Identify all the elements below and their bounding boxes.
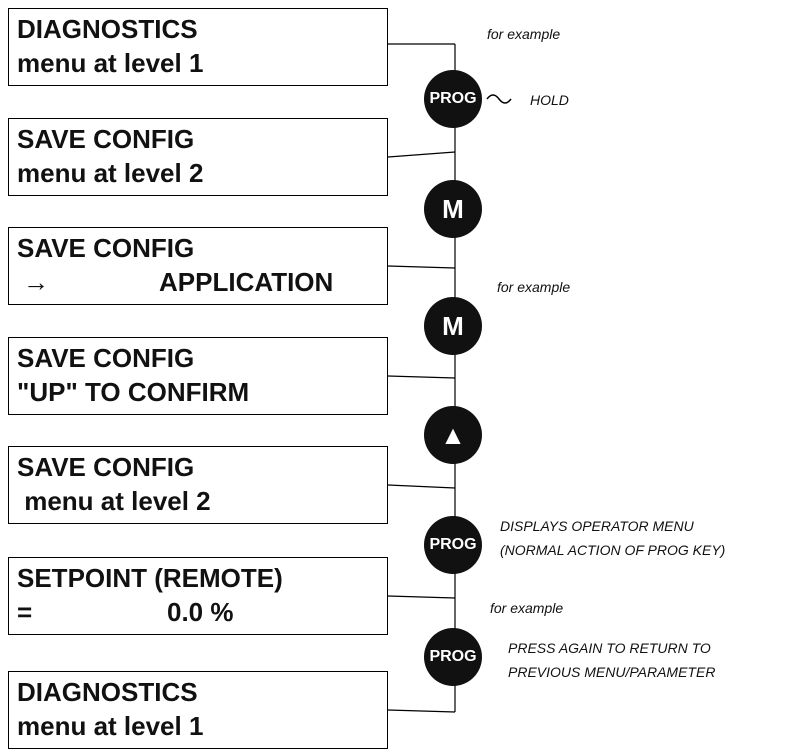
display-line1: SAVE CONFIG (17, 124, 195, 154)
display-line1: DIAGNOSTICS (17, 677, 198, 707)
connector-4 (387, 375, 456, 379)
display-line2: menu at level 2 (17, 158, 204, 188)
note-for-example: for example (490, 600, 564, 616)
connector-6 (387, 595, 456, 599)
display-save-config-level2: SAVE CONFIG menu at level 2 (8, 118, 388, 196)
display-line2: menu at level 1 (17, 711, 204, 741)
display-save-config-confirm: SAVE CONFIG "UP" TO CONFIRM (8, 337, 388, 415)
display-line1: SAVE CONFIG (17, 343, 195, 373)
prog-key[interactable]: PROG (424, 70, 482, 128)
note-prog-action: DISPLAYS OPERATOR MENU (NORMAL ACTION OF… (500, 518, 726, 558)
connector-7 (387, 709, 456, 713)
up-key[interactable]: ▲ (424, 406, 482, 464)
note-for-example: for example (497, 279, 571, 295)
display-diagnostics-level1: DIAGNOSTICS menu at level 1 (8, 8, 388, 86)
prog-key[interactable]: PROG (424, 516, 482, 574)
connector-3 (387, 265, 456, 269)
hold-wave-icon (486, 94, 512, 104)
display-line2: menu at level 2 (17, 486, 211, 516)
display-setpoint-remote: SETPOINT (REMOTE) = 0.0 % (8, 557, 388, 635)
display-line1: SAVE CONFIG (17, 452, 195, 482)
display-diagnostics-level1-return: DIAGNOSTICS menu at level 1 (8, 671, 388, 749)
prog-key[interactable]: PROG (424, 628, 482, 686)
display-line1: SETPOINT (REMOTE) (17, 563, 283, 593)
display-save-config-application: SAVE CONFIG → APPLICATION (8, 227, 388, 305)
equals-sign: = (17, 597, 33, 627)
display-line2: → APPLICATION (17, 265, 379, 299)
display-line1: SAVE CONFIG (17, 233, 195, 263)
note-for-example: for example (487, 26, 561, 42)
m-key[interactable]: M (424, 180, 482, 238)
display-line2-value: APPLICATION (159, 267, 334, 297)
display-line1: DIAGNOSTICS (17, 14, 198, 44)
connector-2 (387, 151, 456, 158)
display-line2-value: 0.0 % (167, 597, 234, 627)
m-key[interactable]: M (424, 297, 482, 355)
connector-5 (387, 484, 456, 489)
display-line2: = 0.0 % (17, 595, 379, 629)
display-save-config-level2-again: SAVE CONFIG menu at level 2 (8, 446, 388, 524)
right-arrow-icon: → (23, 267, 49, 297)
display-line2: menu at level 1 (17, 48, 204, 78)
note-hold: HOLD (530, 92, 569, 108)
note-press-again: PRESS AGAIN TO RETURN TO PREVIOUS MENU/P… (508, 640, 716, 680)
display-line2: "UP" TO CONFIRM (17, 377, 250, 407)
